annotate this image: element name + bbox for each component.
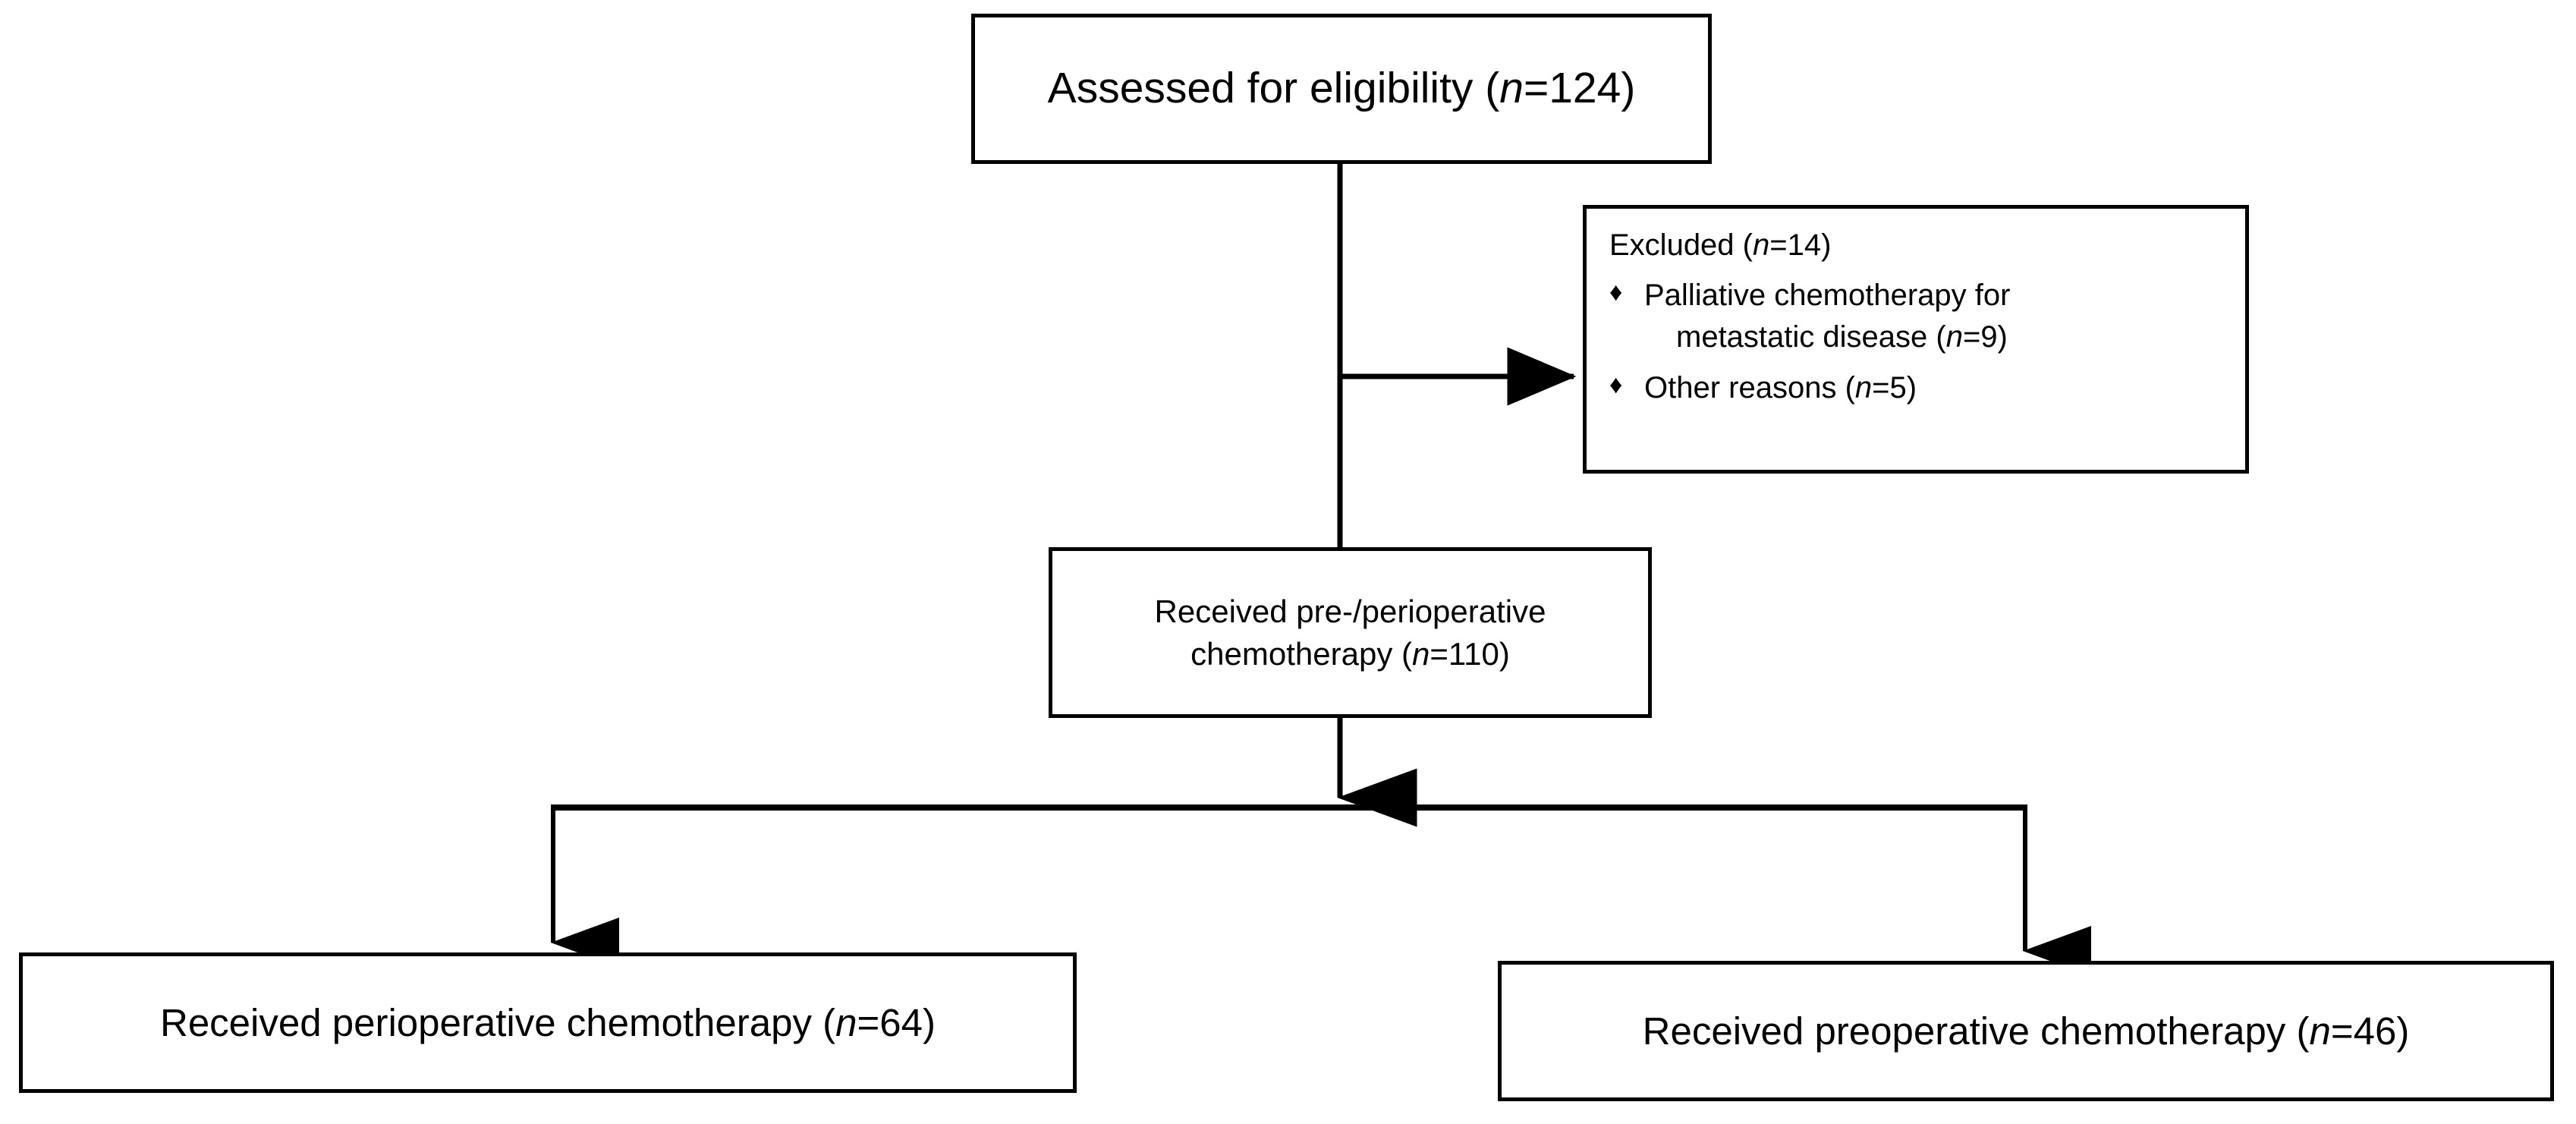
diamond-bullet-icon: ♦: [1609, 370, 1623, 400]
node-excluded: Excluded (n=14) ♦ Palliative chemotherap…: [1583, 205, 2249, 474]
excluded-reason-2: Other reasons (n=5): [1644, 371, 1917, 405]
italic-n: n: [1752, 228, 1770, 262]
list-item: ♦ Other reasons (n=5): [1609, 367, 2232, 409]
italic-n: n: [1411, 635, 1430, 672]
node-assessed-for-eligibility: Assessed for eligibility (n=124): [971, 14, 1712, 164]
italic-n: n: [1854, 371, 1873, 405]
node-perioperative-label: Received perioperative chemotherapy (n=6…: [159, 1000, 936, 1044]
italic-n: n: [2309, 1009, 2331, 1053]
node-preoperative-label: Received preoperative chemotherapy (n=46…: [1642, 1009, 2410, 1053]
diamond-bullet-icon: ♦: [1609, 278, 1623, 307]
node-assessed-label: Assessed for eligibility (n=124): [1047, 64, 1636, 113]
italic-n: n: [1945, 320, 1963, 354]
excluded-reason-1-cont: metastatic disease (n=9): [1676, 320, 2008, 354]
italic-n: n: [835, 1000, 857, 1044]
node-received-preoperative-chemotherapy: Received preoperative chemotherapy (n=46…: [1498, 961, 2554, 1101]
excluded-title: Excluded (n=14): [1609, 228, 1832, 262]
excluded-content: Excluded (n=14) ♦ Palliative chemotherap…: [1587, 209, 2245, 419]
italic-n: n: [1499, 64, 1524, 113]
node-received-perioperative-chemotherapy: Received perioperative chemotherapy (n=6…: [19, 952, 1077, 1093]
